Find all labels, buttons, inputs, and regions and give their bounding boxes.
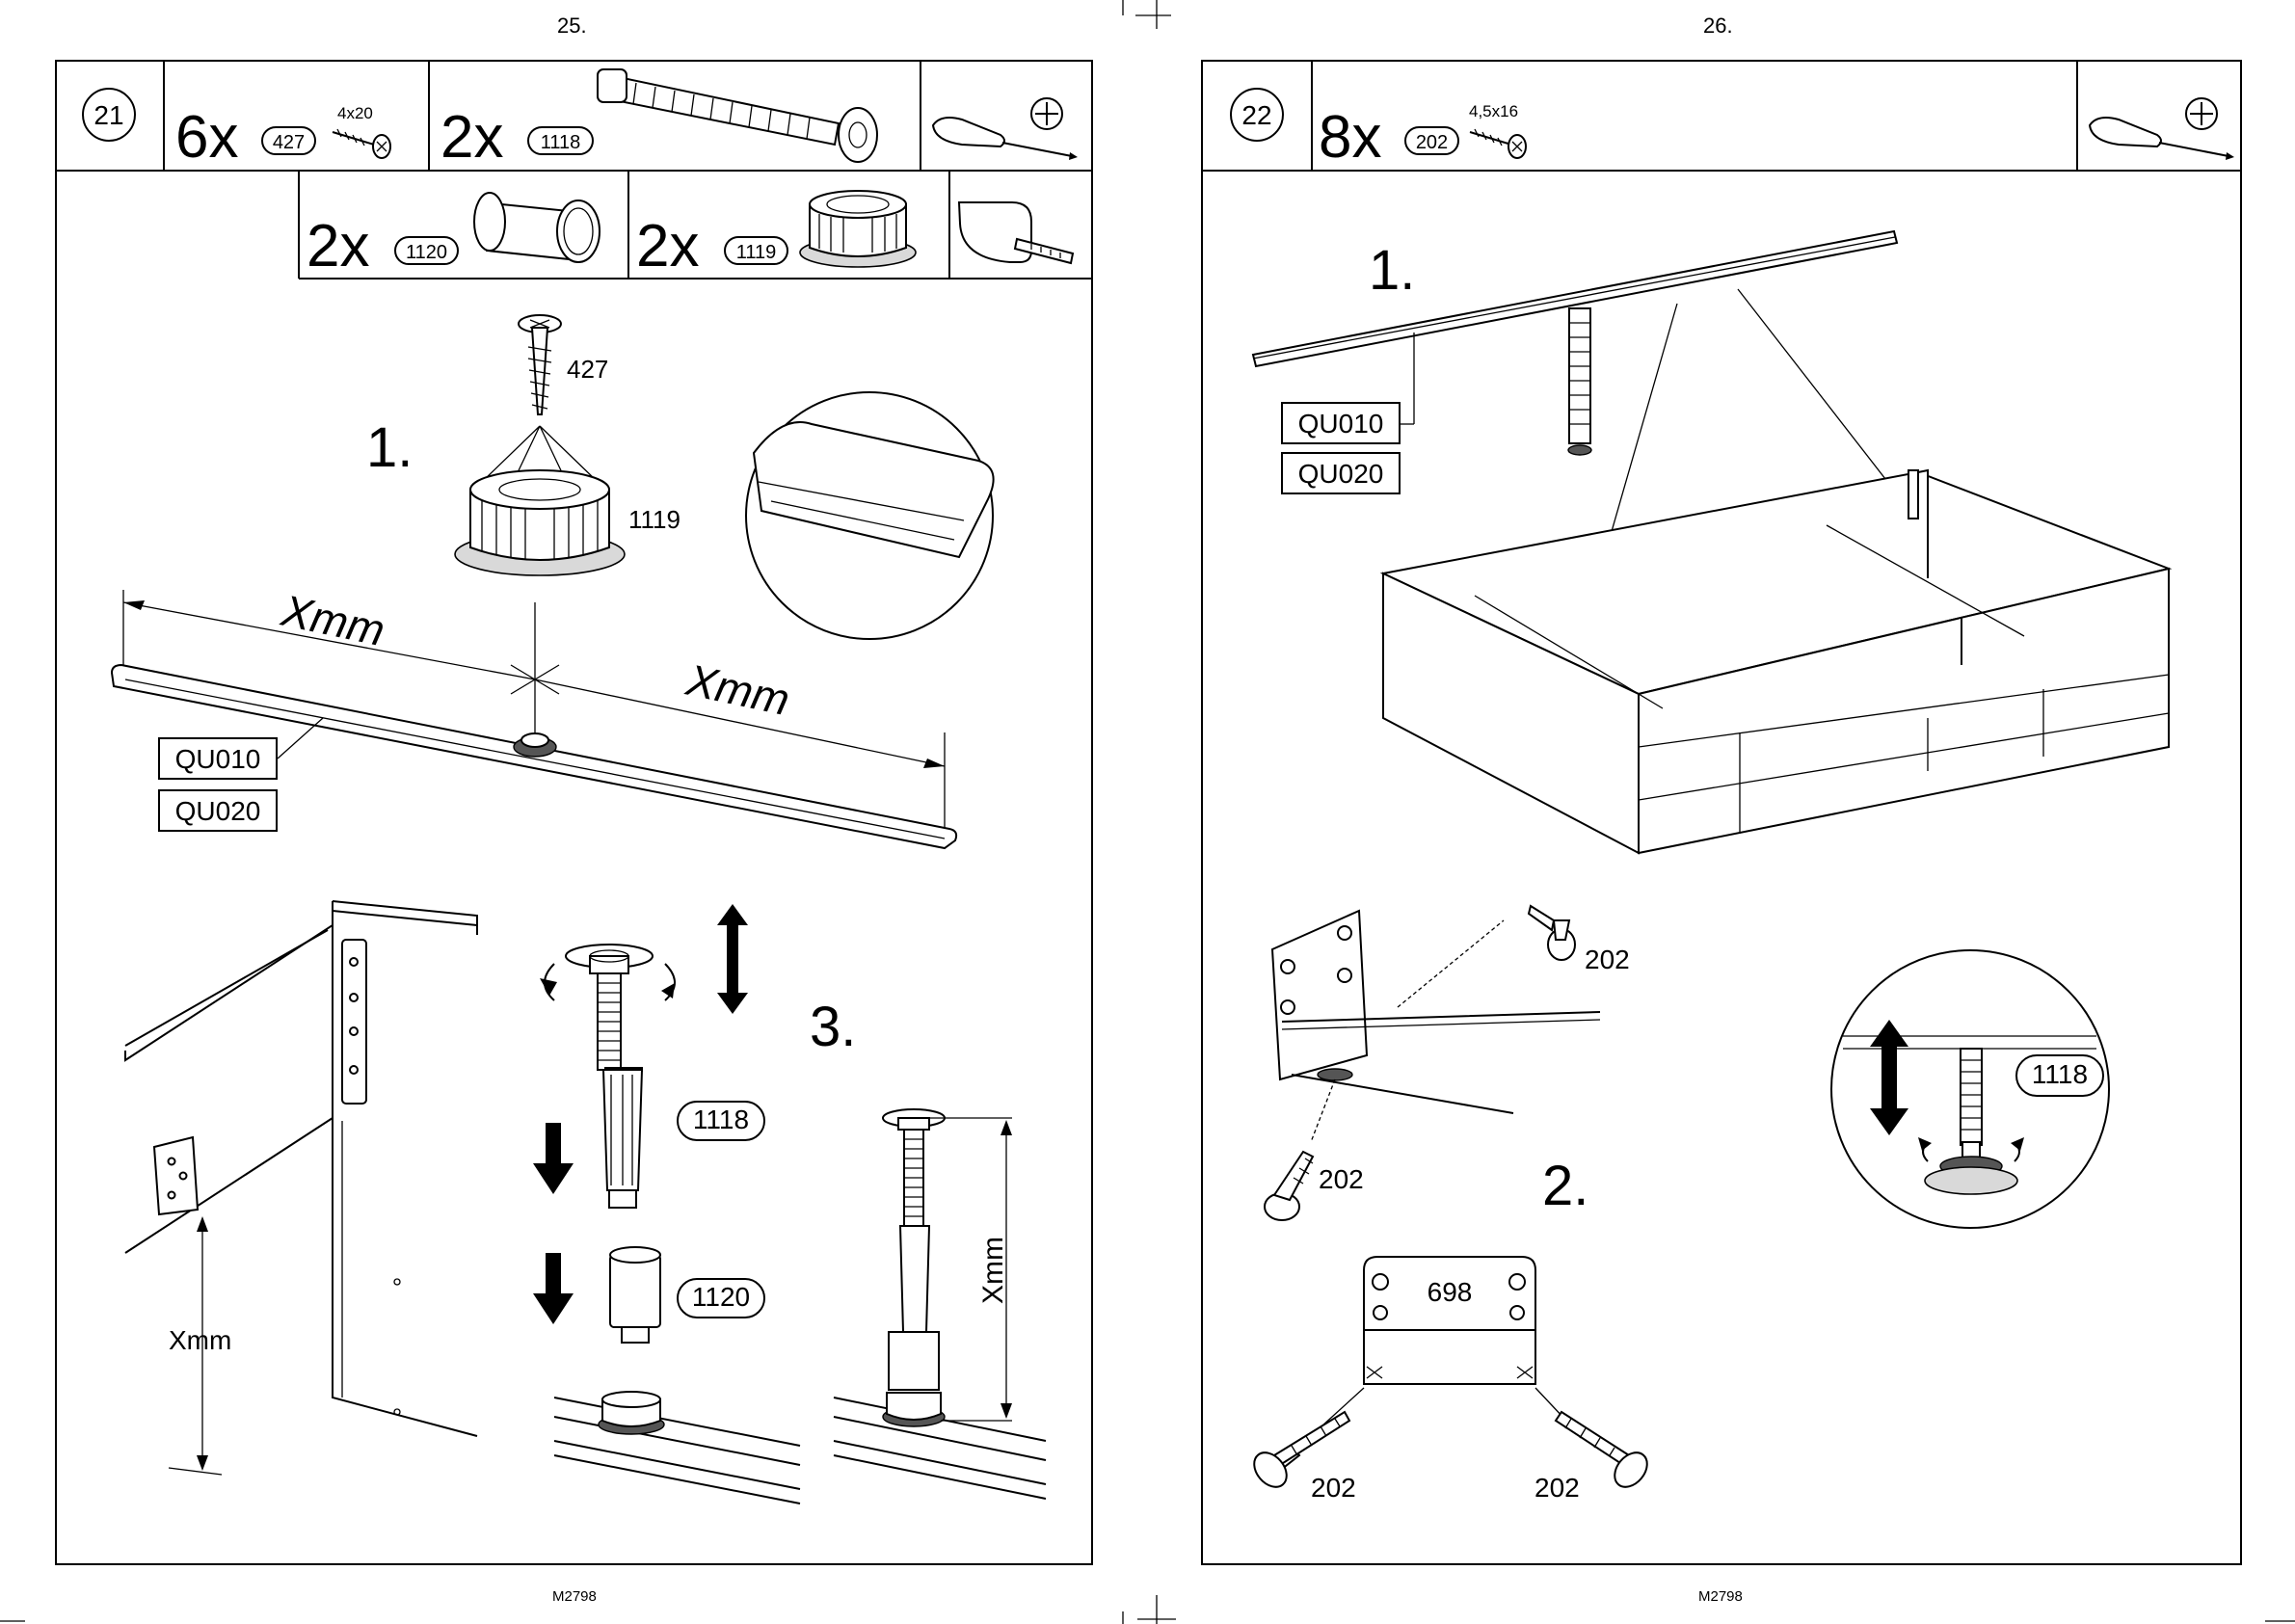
- sleeve-part: [610, 1247, 660, 1343]
- right-page: 22 8x 202 4,5x16 1.: [1202, 61, 2241, 1564]
- part-qty: 2x: [307, 213, 369, 280]
- rail-code: QU020: [175, 796, 261, 826]
- foot-base-icon: [800, 191, 916, 267]
- measure-label: Xmm: [977, 1237, 1009, 1304]
- part-code: 1119: [736, 242, 777, 263]
- up-down-arrow-icon: [1870, 1020, 1908, 1135]
- part-size: 4x20: [337, 104, 373, 122]
- part-qty: 8x: [1319, 104, 1381, 171]
- screwdriver-icon: [933, 118, 1078, 160]
- substep-label: 1.: [366, 416, 413, 479]
- frame-corner-drawing: [125, 901, 477, 1475]
- step-number: 21: [93, 100, 123, 130]
- leg-icon: [598, 69, 877, 162]
- phillips-head-icon: [2186, 98, 2217, 129]
- callout-screw-code: 202: [1319, 1164, 1364, 1194]
- substep-label: 1.: [1369, 239, 1415, 302]
- callout-leg-code: 1118: [2032, 1059, 2088, 1089]
- leg-detail-magnifier: [1831, 950, 2109, 1228]
- callout-bracket-code: 698: [1428, 1277, 1473, 1307]
- part-code: 1118: [541, 132, 581, 153]
- down-arrow-icon: [533, 1123, 574, 1324]
- part-size: 4,5x16: [1469, 102, 1518, 120]
- screw-icon: [333, 129, 390, 158]
- bracket-icon: [342, 940, 366, 1104]
- measure-label: Xmm: [169, 1325, 231, 1355]
- rail-code: QU010: [1298, 409, 1384, 439]
- callout-screw-code: 202: [1585, 945, 1630, 974]
- foot-base-part: [455, 470, 625, 575]
- rail-code: QU020: [1298, 459, 1384, 489]
- callout-sleeve-code: 1120: [692, 1282, 750, 1312]
- rail-code: QU010: [175, 744, 261, 774]
- callout-foot-base-code: 1119: [628, 505, 680, 534]
- part-code: 202: [1416, 132, 1448, 153]
- left-page: 21 6x 427 4x20 2x 1118: [56, 61, 1092, 1564]
- detail-magnifier: [746, 392, 994, 639]
- part-code: 1120: [406, 242, 447, 263]
- screw-icon: [1470, 129, 1526, 158]
- substep-label: 3.: [810, 996, 856, 1058]
- screw-icon: [1529, 906, 1575, 960]
- part-qty: 6x: [175, 104, 238, 171]
- screw-icon: [519, 315, 561, 414]
- callout-screw-code: 427: [567, 355, 608, 384]
- measure-label: Xmm: [277, 585, 389, 655]
- tape-measure-icon: [959, 202, 1073, 263]
- callout-leg-code: 1118: [693, 1105, 749, 1134]
- substep-label: 2.: [1542, 1155, 1588, 1217]
- rail-with-base-drawing: [554, 1392, 800, 1504]
- bed-frame-drawing: [1383, 470, 2169, 853]
- part-qty: 2x: [440, 104, 503, 171]
- step-number: 22: [1241, 100, 1271, 130]
- phillips-head-icon: [1031, 98, 1062, 129]
- bracket-icon: [154, 1137, 198, 1214]
- callout-screw-code: 202: [1311, 1473, 1356, 1503]
- screw-icon: [1265, 1152, 1313, 1220]
- part-code: 427: [273, 132, 305, 153]
- callout-screw-code: 202: [1534, 1473, 1580, 1503]
- sleeve-icon: [474, 193, 600, 262]
- part-qty: 2x: [636, 213, 699, 280]
- up-down-arrow-icon: [717, 904, 748, 1014]
- installed-leg-drawing: [834, 1109, 1046, 1499]
